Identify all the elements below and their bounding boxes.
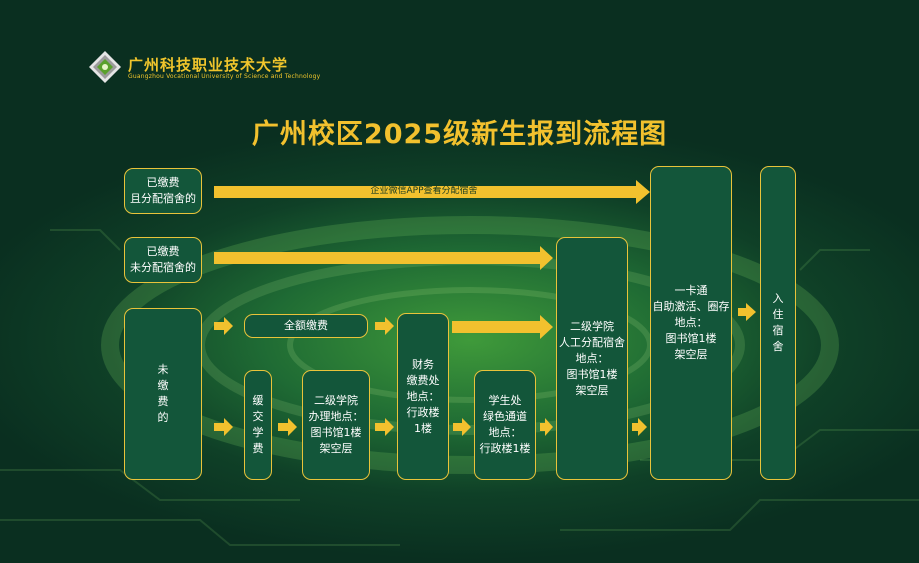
college-office-box: 二级学院 办理地点： 图书馆1楼 架空层	[302, 370, 370, 480]
arrow-app-row	[214, 180, 650, 204]
manual-dorm-box: 二级学院 人工分配宿舍 地点： 图书馆1楼 架空层	[556, 237, 628, 480]
arrow-to-college	[278, 418, 297, 436]
move-in-box: 入 住 宿 舍	[760, 166, 796, 480]
arrow-finance-to-dorm	[452, 315, 553, 339]
arrow-green-to-dorm	[540, 418, 553, 436]
full-payment-box: 全额缴费	[244, 314, 368, 338]
arrow-dorm-to-card	[632, 418, 647, 436]
unpaid-box: 未 缴 费 的	[124, 308, 202, 480]
arrow-to-finance-top	[375, 317, 394, 335]
school-name-english: Guangzhou Vocational University of Scien…	[128, 73, 321, 80]
page-title: 广州校区2025级新生报到流程图	[251, 119, 668, 150]
university-logo-icon	[89, 51, 121, 83]
arrow-to-full-payment	[214, 317, 233, 335]
arrow-finance-to-green	[453, 418, 471, 436]
campus-card-box: 一卡通 自助激活、圈存 地点： 图书馆1楼 架空层	[650, 166, 732, 480]
defer-tuition-box: 缓 交 学 费	[244, 370, 272, 480]
green-channel-box: 学生处 绿色通道 地点： 行政楼1楼	[474, 370, 536, 480]
arrow-college-to-finance	[375, 418, 394, 436]
arrow-to-defer	[214, 418, 233, 436]
school-name: 广州科技职业技术大学	[128, 56, 289, 74]
arrow-unassigned-row	[214, 246, 553, 270]
app-arrow-label: 企业微信APP查看分配宿舍	[370, 186, 478, 196]
paid-assigned-box: 已缴费 且分配宿舍的	[124, 168, 202, 214]
arrow-card-to-movein	[738, 303, 756, 321]
finance-office-box: 财务 缴费处 地点： 行政楼 1楼	[397, 313, 449, 480]
paid-unassigned-box: 已缴费 未分配宿舍的	[124, 237, 202, 283]
